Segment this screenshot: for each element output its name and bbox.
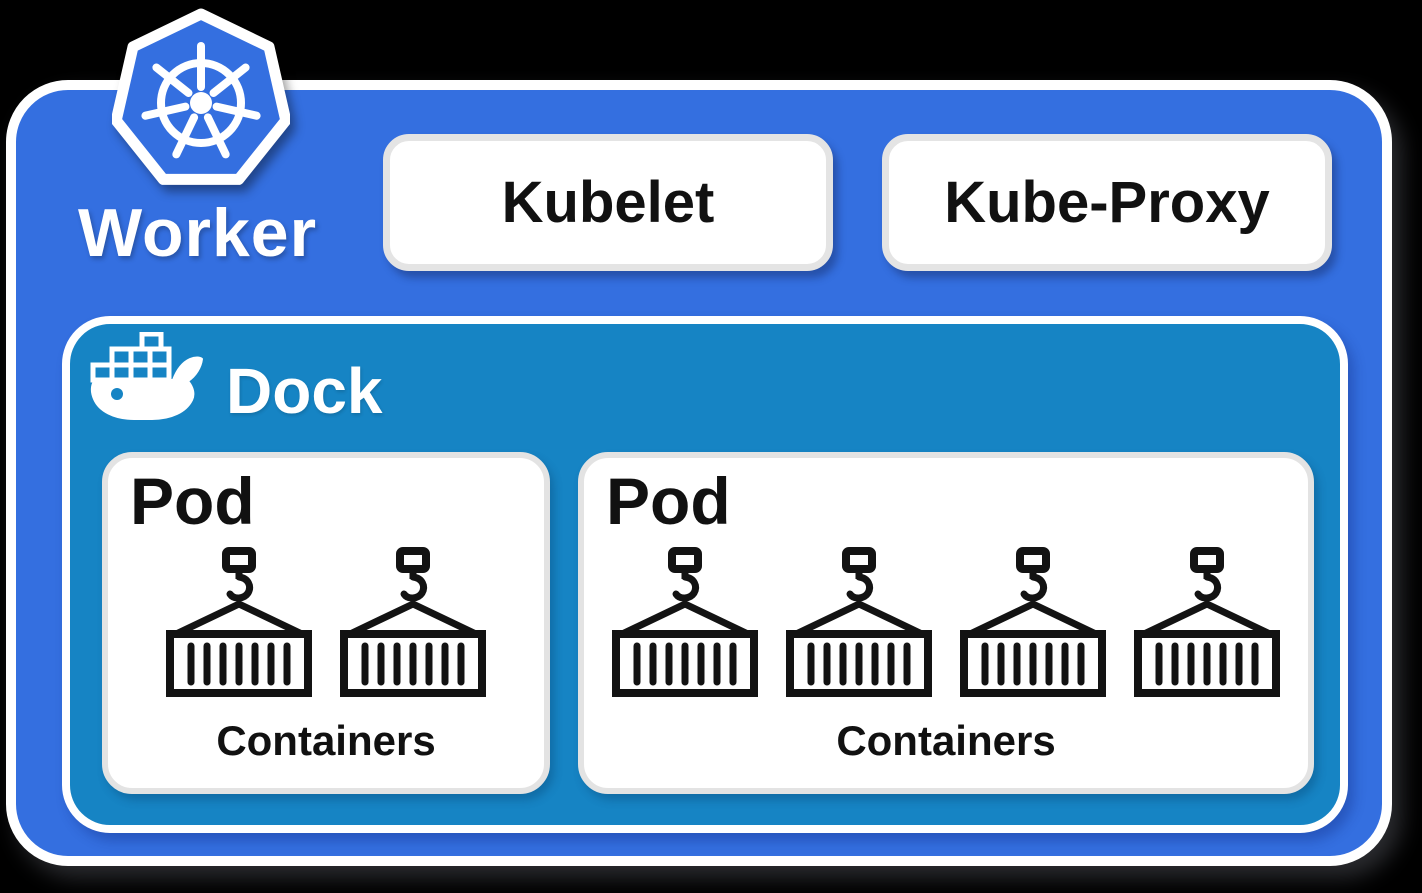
kube-proxy-label: Kube-Proxy [944,170,1270,235]
kubelet-box: Kubelet [383,134,833,271]
container-icon [960,547,1106,698]
worker-node-box: Worker Kubelet Kube-Proxy [6,8,1392,866]
containers-label: Containers [216,717,436,765]
docker-label: Dock [226,355,383,427]
docker-header: Dock [90,332,383,428]
worker-label: Worker [78,195,318,271]
pod-box: Pod [102,452,550,794]
containers-label: Containers [836,717,1056,765]
pods-row: Pod [102,452,1314,794]
container-icon [166,547,312,698]
container-icon [786,547,932,698]
pod-box: Pod [578,452,1314,794]
container-icon [612,547,758,698]
pod-label: Pod [130,464,255,538]
container-icon [340,547,486,698]
container-icon [1134,547,1280,698]
pod-label: Pod [606,464,731,538]
kubernetes-icon [110,6,292,192]
docker-icon [90,332,203,420]
kube-proxy-box: Kube-Proxy [882,134,1332,271]
containers-row [584,547,1308,698]
containers-row [108,547,544,698]
docker-runtime-box: Dock Pod [62,316,1348,833]
kubelet-label: Kubelet [501,170,715,235]
